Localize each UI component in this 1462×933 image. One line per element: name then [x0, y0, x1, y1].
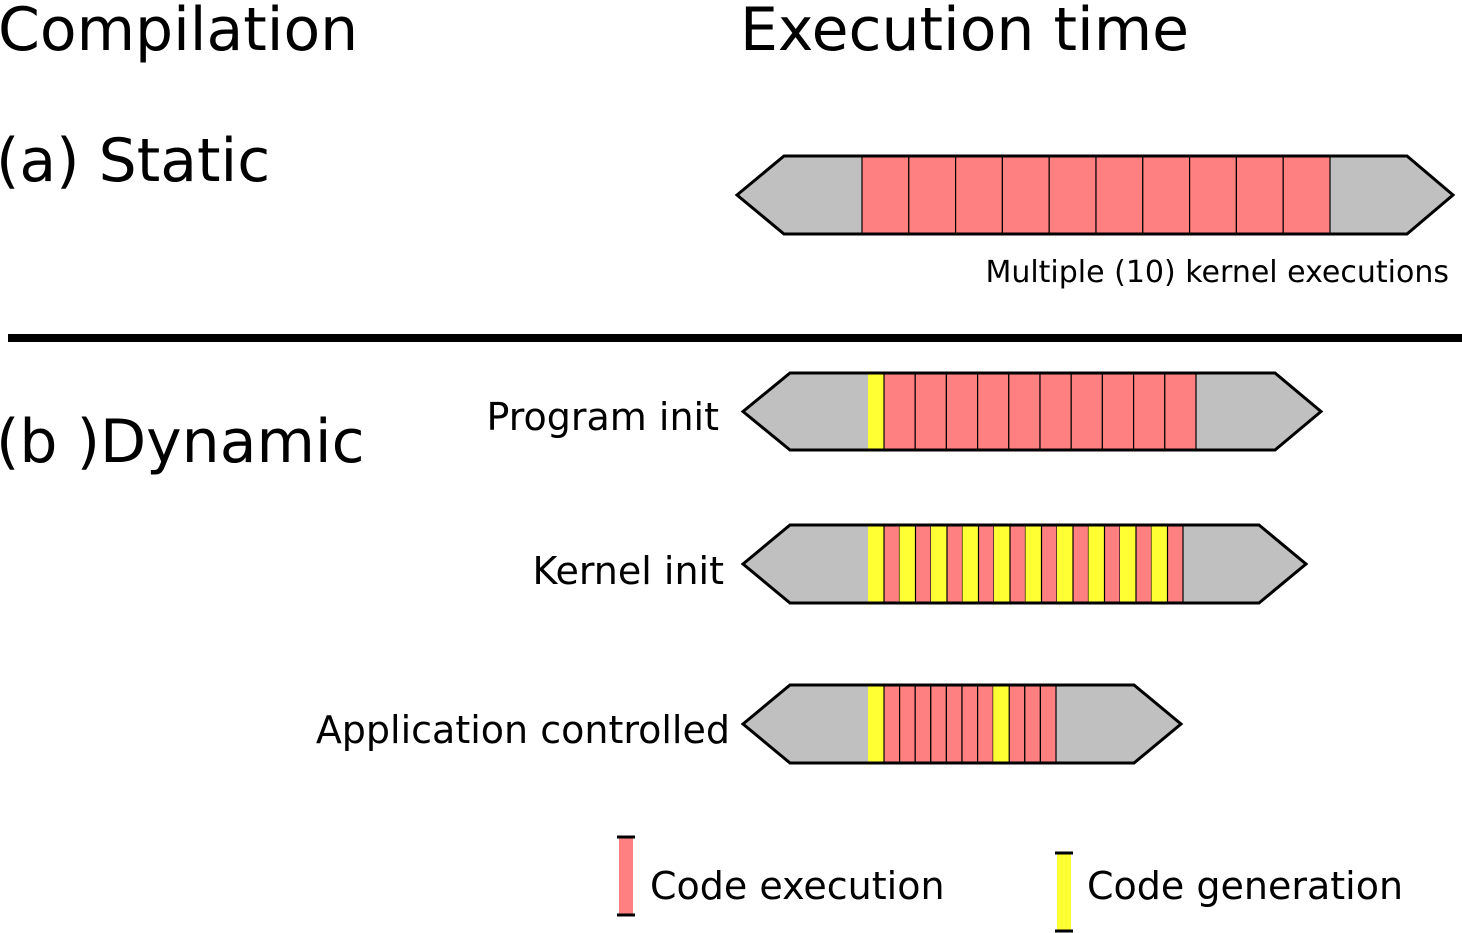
kernel-init-timeline [740, 523, 1309, 605]
code-execution-segment [977, 685, 994, 763]
code-execution-segment [1073, 525, 1089, 603]
code-execution-segment [1189, 156, 1237, 234]
static-note: Multiple (10) kernel executions [985, 255, 1449, 290]
code-execution-segment [1009, 685, 1025, 763]
code-execution-segment [1133, 373, 1165, 450]
code-execution-segment [1024, 685, 1041, 763]
code-execution-segment [1102, 373, 1134, 450]
code-generation-segment [1151, 525, 1168, 603]
timeline-outline [740, 523, 1309, 605]
legend-generation-swatch [1055, 851, 1073, 933]
kernel-init-label: Kernel init [532, 549, 724, 593]
code-execution-segment [899, 685, 916, 763]
code-execution-segment [862, 156, 909, 234]
code-execution-segment [908, 156, 956, 234]
code-execution-segment [1040, 685, 1056, 763]
code-execution-segment [884, 373, 916, 450]
code-execution-segment [1104, 525, 1120, 603]
code-execution-segment [1164, 373, 1196, 450]
program-init-label: Program init [486, 395, 719, 439]
application-controlled-label: Application controlled [316, 708, 730, 752]
code-generation-segment [1120, 525, 1136, 603]
code-execution-segment [978, 525, 994, 603]
code-execution-segment [1071, 373, 1103, 450]
dynamic-label: (b )Dynamic [0, 407, 365, 477]
timeline-outline [734, 154, 1456, 236]
code-execution-segment [1002, 156, 1050, 234]
code-execution-segment [955, 156, 1003, 234]
legend-execution-swatch [617, 835, 635, 917]
code-execution-segment [1136, 525, 1152, 603]
code-execution-segment [1040, 373, 1072, 450]
static-label: (a) Static [0, 126, 270, 196]
legend: Code execution Code generation [617, 835, 1403, 933]
code-generation-segment [899, 525, 916, 603]
code-execution-segment [1167, 525, 1183, 603]
code-generation-segment [868, 373, 884, 450]
code-execution-segment [915, 685, 931, 763]
code-generation-segment [1025, 525, 1042, 603]
code-generation-segment [1088, 525, 1105, 603]
code-execution-segment [915, 373, 947, 450]
code-execution-segment [1041, 525, 1057, 603]
code-generation-segment [962, 525, 979, 603]
legend-generation-label: Code generation [1087, 864, 1403, 908]
code-generation-segment [1057, 525, 1073, 603]
code-execution-segment [1236, 156, 1284, 234]
code-execution-segment [930, 685, 947, 763]
code-execution-segment [1142, 156, 1190, 234]
code-execution-segment [884, 525, 900, 603]
code-execution-segment [1283, 156, 1330, 234]
code-execution-segment [884, 685, 900, 763]
code-execution-segment [1010, 525, 1026, 603]
code-execution-segment [1049, 156, 1096, 234]
execution-time-header: Execution time [740, 0, 1189, 65]
legend-execution-label: Code execution [650, 864, 945, 908]
code-generation-segment [931, 525, 947, 603]
code-execution-segment [915, 525, 931, 603]
code-execution-segment [1008, 373, 1040, 450]
code-execution-segment [977, 373, 1009, 450]
code-execution-segment [962, 685, 978, 763]
timeline-outline [740, 683, 1184, 765]
code-execution-segment [1096, 156, 1143, 234]
compilation-header: Compilation [0, 0, 358, 65]
application-controlled-timeline [740, 683, 1184, 765]
code-execution-segment [947, 525, 963, 603]
code-generation-segment [868, 525, 884, 603]
code-generation-segment [994, 525, 1010, 603]
timeline-outline [740, 371, 1324, 452]
code-execution-segment [946, 685, 962, 763]
static-timeline [734, 154, 1456, 236]
code-generation-segment [993, 685, 1010, 763]
code-generation-segment [868, 685, 884, 763]
program-init-timeline [740, 371, 1324, 452]
code-execution-segment [946, 373, 978, 450]
